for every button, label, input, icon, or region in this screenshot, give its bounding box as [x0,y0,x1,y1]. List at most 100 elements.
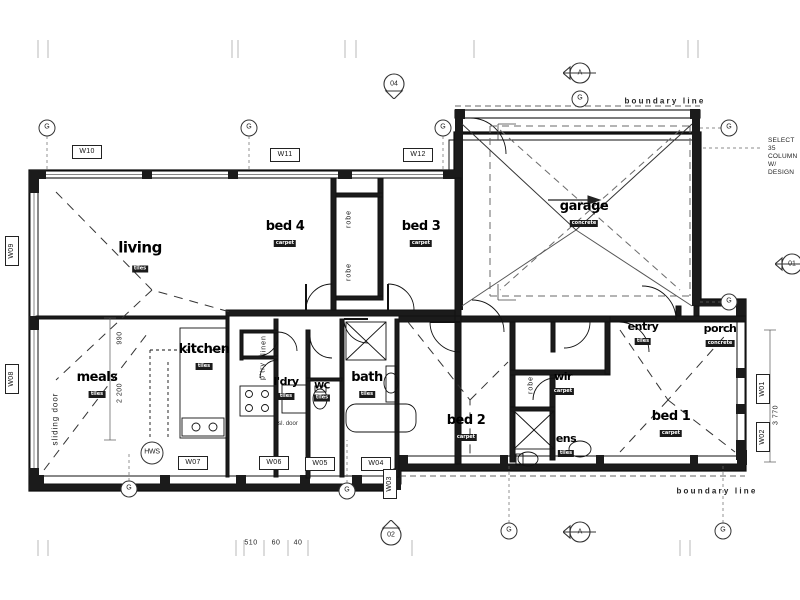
section-marker-04[interactable]: 04 [377,69,411,100]
closet-label-robe: robe [527,375,535,395]
room-label-ldry: l'dry tiles [273,375,299,400]
window-tag-W01[interactable]: W01 [756,374,770,404]
note-line: SELECT 35 [768,137,795,152]
room-label-ens: ens tiles [555,432,577,457]
room-label-bath: bath tiles [351,371,383,399]
annotation-sl-door: sl. door [278,421,298,427]
note-line: DESIGN [768,169,795,176]
closet-label-ptry: p'try [259,361,267,381]
window-tag-W06[interactable]: W06 [259,456,289,470]
grid-bubble[interactable]: G [120,480,138,498]
room-label-bed2: bed 2 carpet [447,414,486,442]
room-name: bed 1 [651,409,691,424]
section-marker-02[interactable]: 02 [374,519,408,550]
room-label-living: living tiles [118,238,162,274]
section-marker-label: 04 [390,80,398,88]
window-tag-W05[interactable]: W05 [305,457,335,471]
grid-bubble[interactable]: G [571,90,589,108]
annotation-boundary-top: boundary line [624,96,706,106]
section-marker-icon [383,73,405,100]
room-name: meals [76,370,118,385]
closet-label-robe: robe [345,262,353,282]
room-name: entry [627,320,659,333]
window-tag-W12[interactable]: W12 [403,148,433,162]
window-tag-W08[interactable]: W08 [5,364,19,394]
section-marker-A[interactable]: A [562,58,597,88]
section-marker-01[interactable]: 01 [774,249,800,279]
dimension-text: 510 [244,539,258,547]
window-tag-W09[interactable]: W09 [5,236,19,266]
window-tag-W10[interactable]: W10 [72,145,102,159]
grid-bubble[interactable]: G [500,522,518,540]
room-finish: tiles [313,394,331,402]
room-finish: tiles [195,363,213,370]
room-label-garage: garage concrete [559,199,609,228]
section-marker-icon [774,253,800,275]
hws-bubble[interactable]: HWS [140,441,164,465]
section-marker-label: A [577,69,583,77]
window-tag-W03[interactable]: W03 [383,469,397,499]
window-tag-W11[interactable]: W11 [270,148,300,162]
section-marker-label: 01 [788,260,796,268]
room-name: l'dry [273,375,299,388]
room-finish: carpet [273,240,297,247]
room-name: WC [314,381,330,392]
grid-bubble[interactable]: G [38,119,56,137]
room-finish: carpet [454,434,478,441]
room-label-entry: entry tiles [628,321,659,345]
room-label-porch: porch concrete [704,323,737,347]
room-finish: concrete [705,340,735,347]
dimension-text: 60 [271,539,281,547]
section-marker-label: A [577,528,583,536]
window-tag-W07[interactable]: W07 [178,456,208,470]
grid-bubble[interactable]: G [714,522,732,540]
closet-label-robe: robe [345,209,353,229]
annotation-sliding-door: sliding door [50,392,60,446]
room-name: ens [555,432,577,445]
room-name: bed 3 [401,219,441,234]
room-name: wir [554,370,572,383]
room-finish: carpet [659,430,683,437]
dimension-text: 40 [293,539,303,547]
dimension-text: 3 770 [772,404,780,426]
room-name: bath [351,370,383,385]
section-marker-icon [562,62,596,84]
room-finish: carpet [409,240,433,247]
section-marker-icon [380,519,402,546]
window-tag-W04[interactable]: W04 [361,457,391,471]
dimension-text: 2 200 [116,382,124,404]
room-name: porch [703,322,737,335]
grid-bubble[interactable]: G [434,119,452,137]
dimension-text: 990 [116,331,124,345]
note-line: COLUMN W/ [768,153,798,168]
room-name: garage [559,199,609,214]
room-name: living [118,238,162,257]
room-name: kitchen [178,342,230,357]
annotation-boundary-bottom: boundary line [676,486,758,496]
room-label-wc: WC tiles [313,381,331,402]
room-finish: concrete [569,220,599,227]
room-label-kitchen: kitchen tiles [179,343,230,371]
room-finish: tiles [131,265,149,273]
room-finish: tiles [634,338,652,345]
section-marker-icon [562,521,596,543]
window-tag-W02[interactable]: W02 [756,422,770,452]
grid-bubble[interactable]: G [240,119,258,137]
section-marker-A[interactable]: A [562,517,597,547]
room-finish: tiles [557,450,575,457]
grid-bubble[interactable]: G [338,482,356,500]
room-finish: tiles [277,393,295,400]
room-label-bed3: bed 3 carpet [402,220,441,248]
room-label-bed1: bed 1 carpet [652,410,691,438]
grid-bubble[interactable]: G [720,119,738,137]
room-finish: tiles [358,391,376,398]
section-marker-label: 02 [387,531,395,539]
grid-bubble[interactable]: G [720,293,738,311]
room-name: bed 2 [446,413,486,428]
